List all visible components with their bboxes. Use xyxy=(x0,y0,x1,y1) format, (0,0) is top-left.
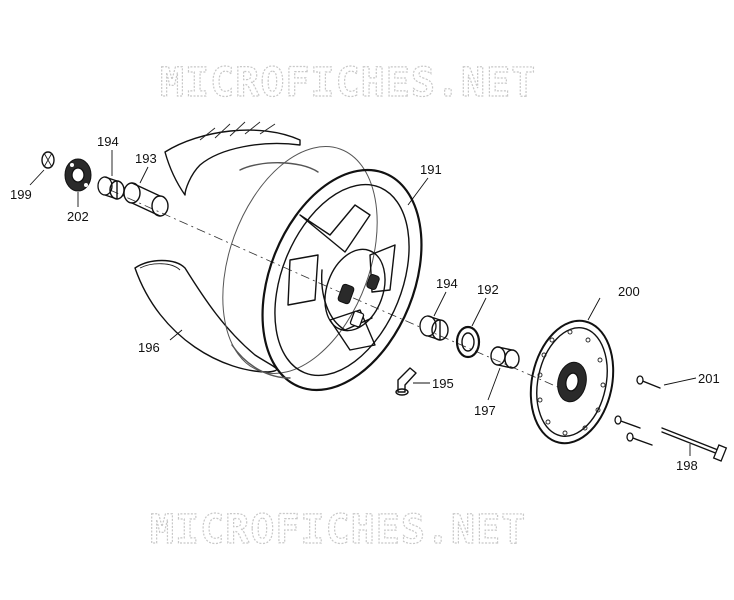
part-196-tire xyxy=(134,121,301,373)
callout-194-right: 194 xyxy=(436,276,458,291)
callout-202: 202 xyxy=(67,209,89,224)
part-202-gear-housing xyxy=(64,158,92,192)
callout-200: 200 xyxy=(618,284,640,299)
part-194-right-bearing xyxy=(419,315,449,341)
part-197-collar xyxy=(490,346,520,369)
callout-192: 192 xyxy=(477,282,499,297)
callout-198: 198 xyxy=(676,458,698,473)
callout-201: 201 xyxy=(698,371,720,386)
callout-194-left: 194 xyxy=(97,134,119,149)
callout-191: 191 xyxy=(420,162,442,177)
part-201-disc-bolts xyxy=(614,375,661,446)
callout-193: 193 xyxy=(135,151,157,166)
part-192-oil-seal xyxy=(455,325,481,359)
part-193-spacer xyxy=(123,182,169,217)
part-194-left-bearing xyxy=(97,176,125,200)
part-199-nut xyxy=(41,151,55,169)
watermark-top: MICROFICHES.NET xyxy=(160,60,536,106)
callout-195: 195 xyxy=(432,376,454,391)
watermark-bottom: MICROFICHES.NET xyxy=(150,507,526,553)
leader-lines xyxy=(29,150,697,456)
callout-199: 199 xyxy=(10,187,32,202)
part-195-valve xyxy=(395,367,417,396)
part-200-brake-disc xyxy=(529,319,615,445)
callout-197: 197 xyxy=(474,403,496,418)
part-198-axle xyxy=(661,427,728,462)
part-191-wheel-rim xyxy=(222,146,423,392)
callout-196: 196 xyxy=(138,340,160,355)
